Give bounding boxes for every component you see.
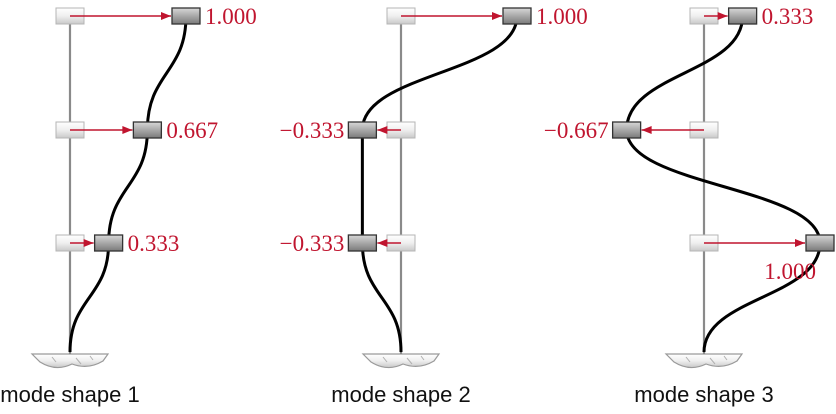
displacement-value: 1.000 bbox=[536, 4, 588, 29]
deformed-mass bbox=[93, 234, 124, 252]
displacement-value: 1.000 bbox=[764, 259, 816, 284]
floor-2: −0.333 bbox=[280, 118, 416, 143]
arrow-head bbox=[83, 239, 94, 247]
displacement-value: 0.333 bbox=[762, 4, 814, 29]
floor-3: 1.000 bbox=[55, 4, 257, 29]
ground-base bbox=[361, 353, 441, 369]
displacement-value: −0.333 bbox=[280, 231, 345, 256]
deformed-mass bbox=[727, 7, 758, 25]
arrow-head bbox=[795, 239, 805, 247]
floor-2: 0.667 bbox=[55, 118, 218, 143]
arrow-head bbox=[377, 239, 388, 247]
deformed-mass bbox=[347, 121, 378, 139]
deformed-shape bbox=[360, 15, 519, 353]
mode-caption: mode shape 2 bbox=[331, 382, 470, 407]
ground-base bbox=[664, 353, 744, 369]
floor-1: 1.000 bbox=[689, 234, 835, 284]
mode-caption: mode shape 1 bbox=[0, 382, 139, 407]
deformed-mass bbox=[805, 234, 835, 252]
deformed-mass bbox=[347, 234, 378, 252]
arrow-head bbox=[717, 12, 728, 20]
mode-panel-3: 1.000 −0.667 0.333 mode shape 3 bbox=[544, 4, 835, 407]
deformed-mass bbox=[502, 7, 532, 25]
displacement-value: 0.667 bbox=[166, 118, 218, 143]
floor-1: −0.333 bbox=[280, 231, 416, 256]
deformed-mass bbox=[132, 121, 163, 139]
displacement-value: −0.333 bbox=[280, 118, 345, 143]
mode-panel-2: −0.333 −0.333 1.000 mode shape 2 bbox=[280, 4, 588, 407]
deformed-mass bbox=[171, 7, 201, 25]
displacement-value: 1.000 bbox=[205, 4, 257, 29]
arrow-head bbox=[641, 126, 652, 134]
deformed-shape bbox=[68, 15, 188, 353]
mode-panel-1: 0.333 0.667 1.000 mode shape 1 bbox=[0, 4, 256, 407]
ground-base bbox=[30, 353, 110, 369]
arrow-head bbox=[161, 12, 171, 20]
floor-2: −0.667 bbox=[544, 118, 719, 143]
deformed-mass bbox=[611, 121, 642, 139]
floor-3: 1.000 bbox=[386, 4, 588, 29]
arrow-head bbox=[122, 126, 133, 134]
displacement-value: −0.667 bbox=[544, 118, 609, 143]
displacement-value: 0.333 bbox=[128, 231, 180, 256]
deformed-shape bbox=[625, 15, 822, 353]
floor-3: 0.333 bbox=[689, 4, 814, 29]
mode-caption: mode shape 3 bbox=[634, 382, 773, 407]
arrow-head bbox=[377, 126, 388, 134]
arrow-head bbox=[492, 12, 502, 20]
floor-1: 0.333 bbox=[55, 231, 180, 256]
